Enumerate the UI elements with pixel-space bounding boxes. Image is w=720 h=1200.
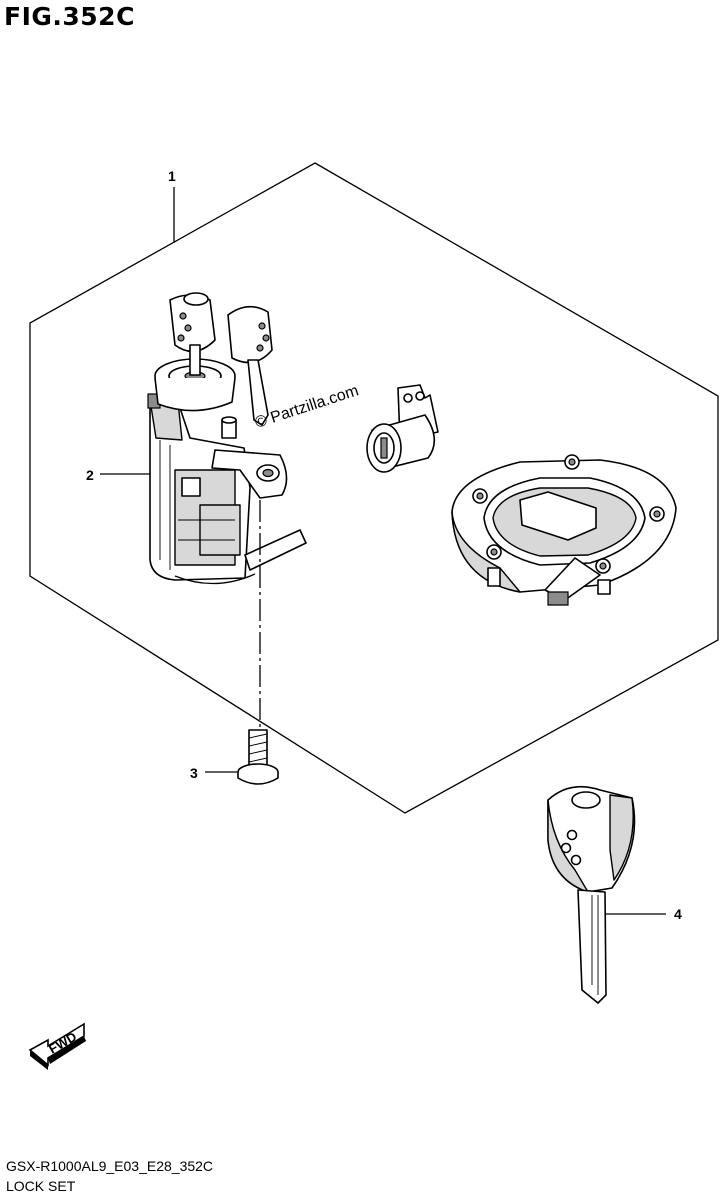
kit-outline: [29, 162, 719, 814]
callout-4[interactable]: 4: [606, 906, 682, 922]
ignition-keys: [169, 292, 273, 426]
callout-number: 4: [674, 906, 682, 922]
key-blank[interactable]: [547, 785, 636, 1004]
section-name: LOCK SET: [6, 1178, 76, 1194]
model-code: GSX-R1000AL9_E03_E28_352C: [6, 1158, 214, 1174]
callout-number: 1: [168, 168, 176, 184]
fuel-cap: [451, 454, 677, 606]
callout-number: 2: [86, 467, 94, 483]
callout-number: 3: [190, 765, 198, 781]
callout-1[interactable]: 1: [168, 168, 176, 243]
callout-3[interactable]: 3: [190, 765, 238, 781]
callout-2[interactable]: 2: [86, 467, 150, 483]
figure-title: FIG.352C: [4, 2, 135, 31]
fwd-arrow-icon: FWD: [28, 1022, 86, 1070]
seat-lock-cylinder: [366, 384, 439, 473]
screw[interactable]: [237, 729, 279, 785]
watermark-text: © Partzilla.com: [253, 382, 361, 431]
ignition-switch[interactable]: [147, 292, 307, 585]
